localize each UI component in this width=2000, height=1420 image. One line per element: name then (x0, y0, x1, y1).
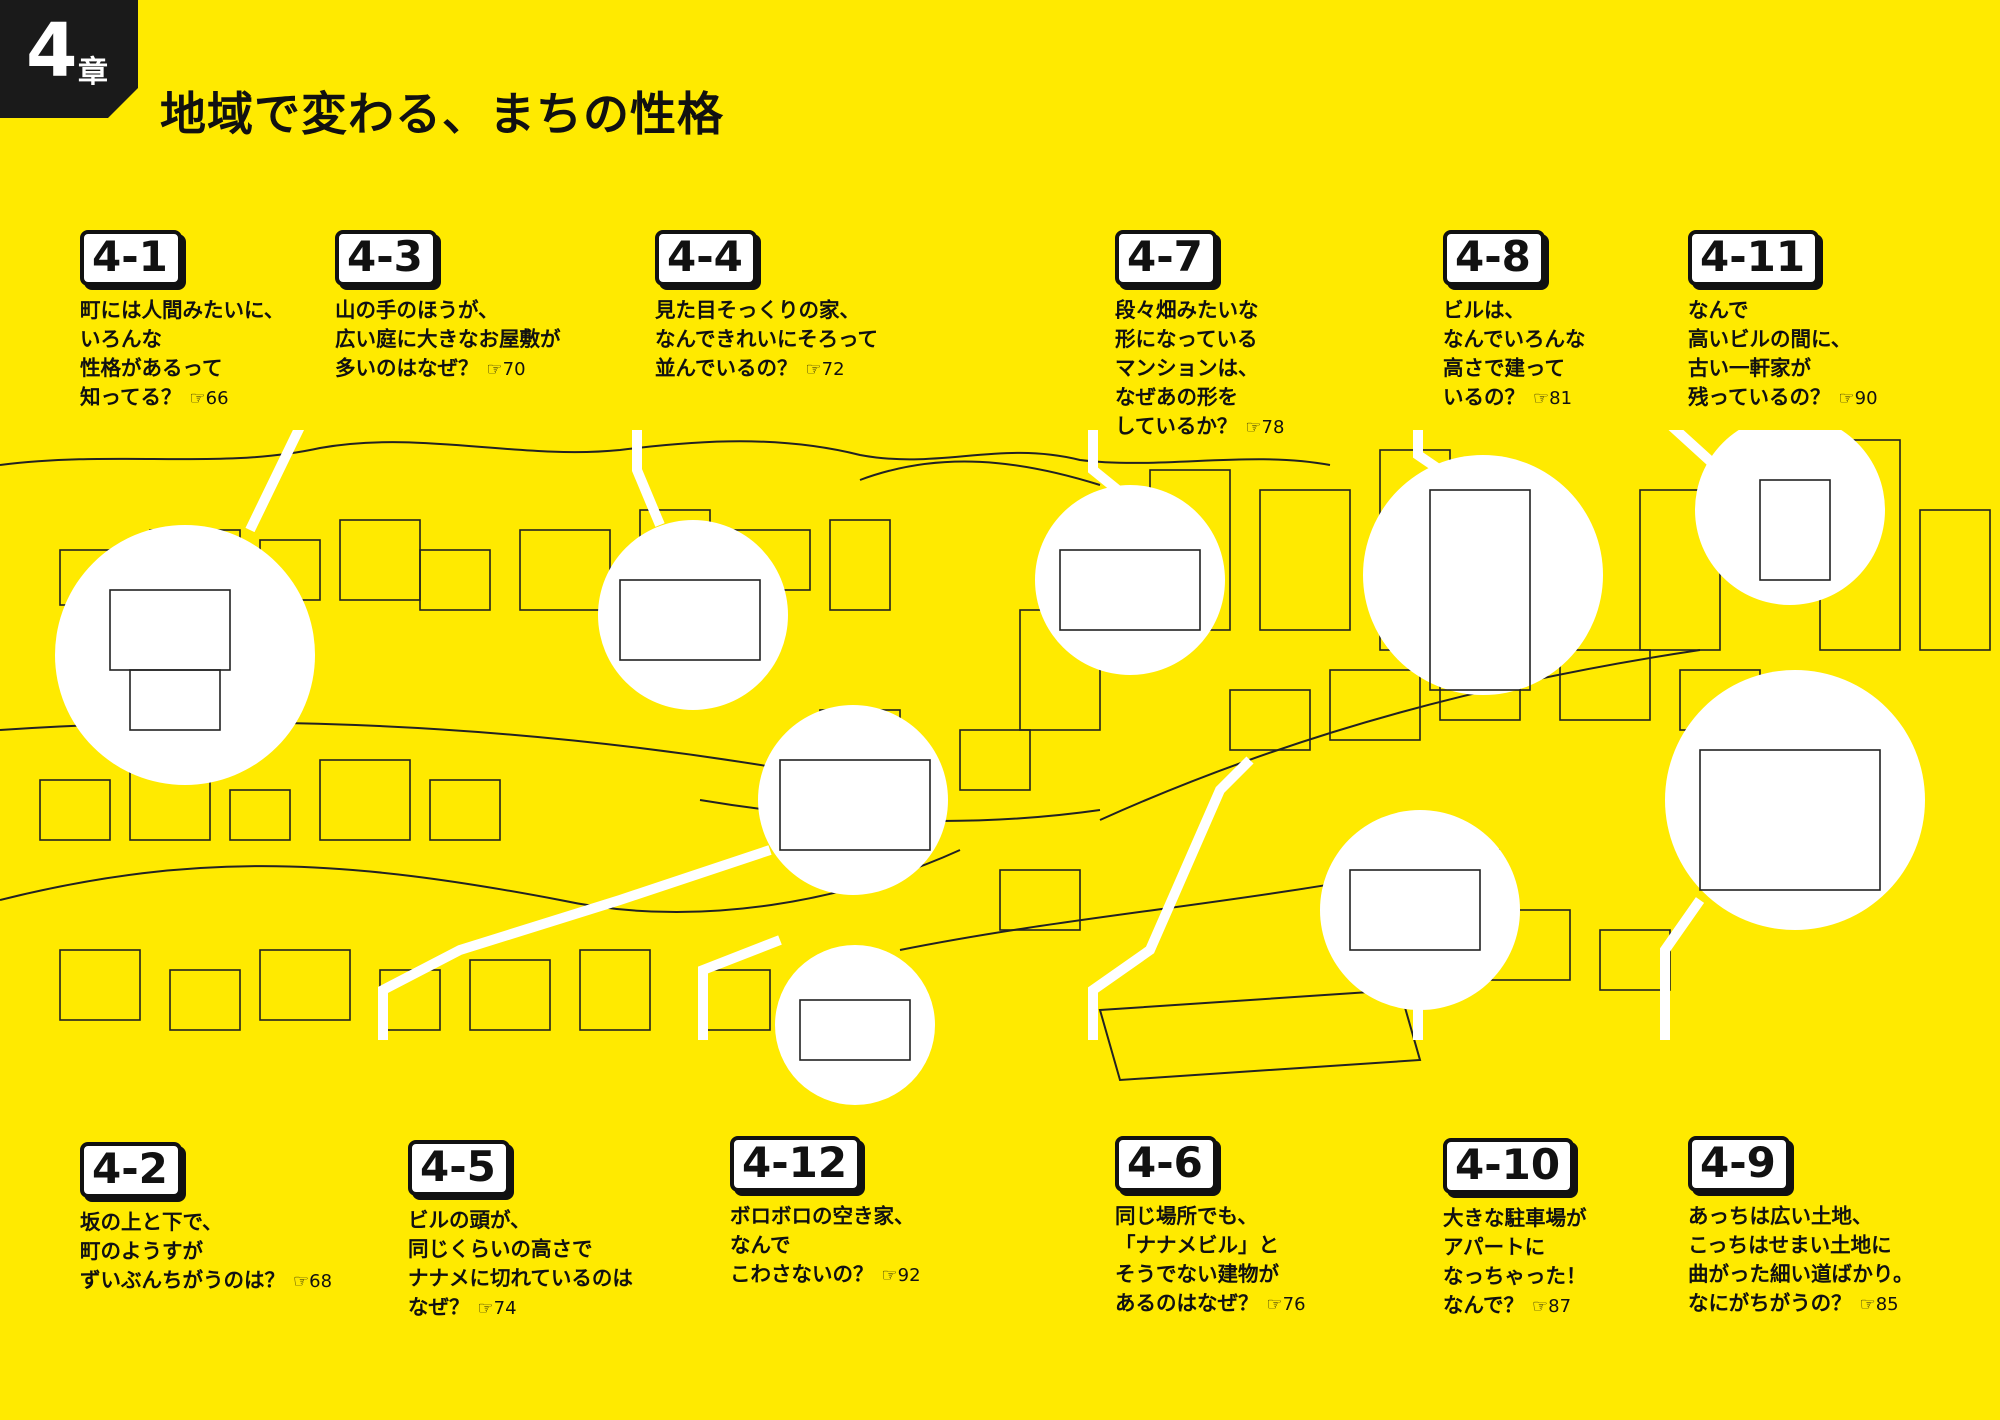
page-number: 81 (1549, 388, 1573, 409)
page-number: 78 (1261, 417, 1285, 438)
topic-question: なんで 高いビルの間に、 古い一軒家が 残っているの？ (1688, 298, 1852, 409)
pointing-hand-icon: ☞ (486, 359, 503, 380)
page-number: 90 (1854, 388, 1878, 409)
topic-number-badge: 4-6 (1115, 1136, 1217, 1192)
topic-question: ビルは、 なんでいろんな 高さで建って いるの？ (1443, 298, 1586, 409)
chapter-number: 4 (26, 8, 78, 94)
topic-question: 坂の上と下で、 町のようすが ずいぶんちがうのは？ (80, 1210, 285, 1292)
pointing-hand-icon: ☞ (293, 1271, 310, 1292)
topic-4-2[interactable]: 4-2 坂の上と下で、 町のようすが ずいぶんちがうのは？ ☞68 (80, 1142, 380, 1296)
page-number: 72 (821, 359, 845, 380)
topic-4-9[interactable]: 4-9 あっちは広い土地、 こっちはせまい土地に 曲がった細い道ばかり。 なにが… (1688, 1136, 1988, 1319)
page-reference[interactable]: ☞87 (1532, 1296, 1571, 1317)
topic-4-6[interactable]: 4-6 同じ場所でも、 「ナナメビル」と そうでない建物が あるのはなぜ？☞76 (1115, 1136, 1415, 1319)
topic-question: 大きな駐車場が アパートに なっちゃった！ なんで？ (1443, 1206, 1587, 1317)
topic-number-badge: 4-10 (1443, 1138, 1575, 1194)
page-reference[interactable]: ☞85 (1860, 1294, 1899, 1315)
topic-number-badge: 4-9 (1688, 1136, 1790, 1192)
page-title: 地域で変わる、まちの性格 (160, 87, 724, 141)
chapter-tab: 4 章 (0, 0, 138, 118)
chapter-label: 章 (78, 55, 108, 90)
page-number: 68 (309, 1271, 333, 1292)
topic-4-5[interactable]: 4-5 ビルの頭が、 同じくらいの高さで ナナメに切れているのは なぜ？☞74 (408, 1140, 708, 1323)
pointing-hand-icon: ☞ (189, 388, 206, 409)
pointing-hand-icon: ☞ (805, 359, 822, 380)
topic-number-badge: 4-8 (1443, 230, 1545, 286)
page-reference[interactable]: ☞90 (1838, 388, 1877, 409)
page-reference[interactable]: ☞78 (1245, 417, 1284, 438)
topic-4-7[interactable]: 4-7 段々畑みたいな 形になっている マンションは、 なぜあの形を しているか… (1115, 230, 1415, 442)
topic-question: 町には人間みたいに、 いろんな 性格があるって 知ってる？ (80, 298, 285, 409)
pointing-hand-icon: ☞ (881, 1265, 898, 1286)
page-number: 70 (502, 359, 526, 380)
topic-question: 見た目そっくりの家、 なんできれいにそろって 並んでいるの？ (655, 298, 879, 380)
page-reference[interactable]: ☞76 (1267, 1294, 1306, 1315)
topic-number-badge: 4-11 (1688, 230, 1820, 286)
topic-number-badge: 4-7 (1115, 230, 1217, 286)
topic-4-1[interactable]: 4-1 町には人間みたいに、 いろんな 性格があるって 知ってる？☞66 (80, 230, 380, 413)
topic-number-badge: 4-1 (80, 230, 182, 286)
page-number: 92 (897, 1265, 921, 1286)
topic-4-4[interactable]: 4-4 見た目そっくりの家、 なんできれいにそろって 並んでいるの？☞72 (655, 230, 955, 384)
topic-question: ボロボロの空き家、 なんで こわさないの？ (730, 1204, 915, 1286)
topic-question: 段々畑みたいな 形になっている マンションは、 なぜあの形を しているか？ (1115, 298, 1259, 438)
topic-4-3[interactable]: 4-3 山の手のほうが、 広い庭に大きなお屋敷が 多いのはなぜ？☞70 (335, 230, 635, 384)
page-reference[interactable]: ☞66 (189, 388, 228, 409)
topic-4-12[interactable]: 4-12 ボロボロの空き家、 なんで こわさないの？☞92 (730, 1136, 1030, 1290)
page-number: 74 (493, 1298, 517, 1319)
page-reference[interactable]: ☞81 (1533, 388, 1572, 409)
topic-4-10[interactable]: 4-10 大きな駐車場が アパートに なっちゃった！ なんで？☞87 (1443, 1138, 1743, 1321)
topic-question: あっちは広い土地、 こっちはせまい土地に 曲がった細い道ばかり。 なにがちがうの… (1688, 1204, 1914, 1315)
page-reference[interactable]: ☞74 (478, 1298, 517, 1319)
topic-number-badge: 4-4 (655, 230, 757, 286)
topic-question: 同じ場所でも、 「ナナメビル」と そうでない建物が あるのはなぜ？ (1115, 1204, 1279, 1315)
page-number: 87 (1548, 1296, 1572, 1317)
page-reference[interactable]: ☞68 (293, 1271, 332, 1292)
pointing-hand-icon: ☞ (1531, 1296, 1549, 1317)
pointing-hand-icon: ☞ (1838, 388, 1855, 409)
town-illustration (0, 430, 1991, 1105)
pointing-hand-icon: ☞ (1533, 388, 1550, 409)
page-number: 85 (1875, 1294, 1899, 1315)
topic-4-8[interactable]: 4-8 ビルは、 なんでいろんな 高さで建って いるの？☞81 (1443, 230, 1743, 413)
topic-number-badge: 4-3 (335, 230, 437, 286)
page-reference[interactable]: ☞70 (487, 359, 526, 380)
topic-question: ビルの頭が、 同じくらいの高さで ナナメに切れているのは なぜ？ (408, 1208, 633, 1319)
page-reference[interactable]: ☞92 (882, 1265, 921, 1286)
pointing-hand-icon: ☞ (1245, 417, 1262, 438)
topic-question: 山の手のほうが、 広い庭に大きなお屋敷が 多いのはなぜ？ (335, 298, 561, 380)
topic-number-badge: 4-12 (730, 1136, 862, 1192)
pointing-hand-icon: ☞ (1859, 1294, 1876, 1315)
page-number: 66 (205, 388, 229, 409)
topic-number-badge: 4-2 (80, 1142, 182, 1198)
topic-number-badge: 4-5 (408, 1140, 510, 1196)
topic-4-11[interactable]: 4-11 なんで 高いビルの間に、 古い一軒家が 残っているの？☞90 (1688, 230, 1988, 413)
page-number: 76 (1282, 1294, 1306, 1315)
pointing-hand-icon: ☞ (1266, 1294, 1283, 1315)
pointing-hand-icon: ☞ (477, 1298, 494, 1319)
page-reference[interactable]: ☞72 (805, 359, 844, 380)
